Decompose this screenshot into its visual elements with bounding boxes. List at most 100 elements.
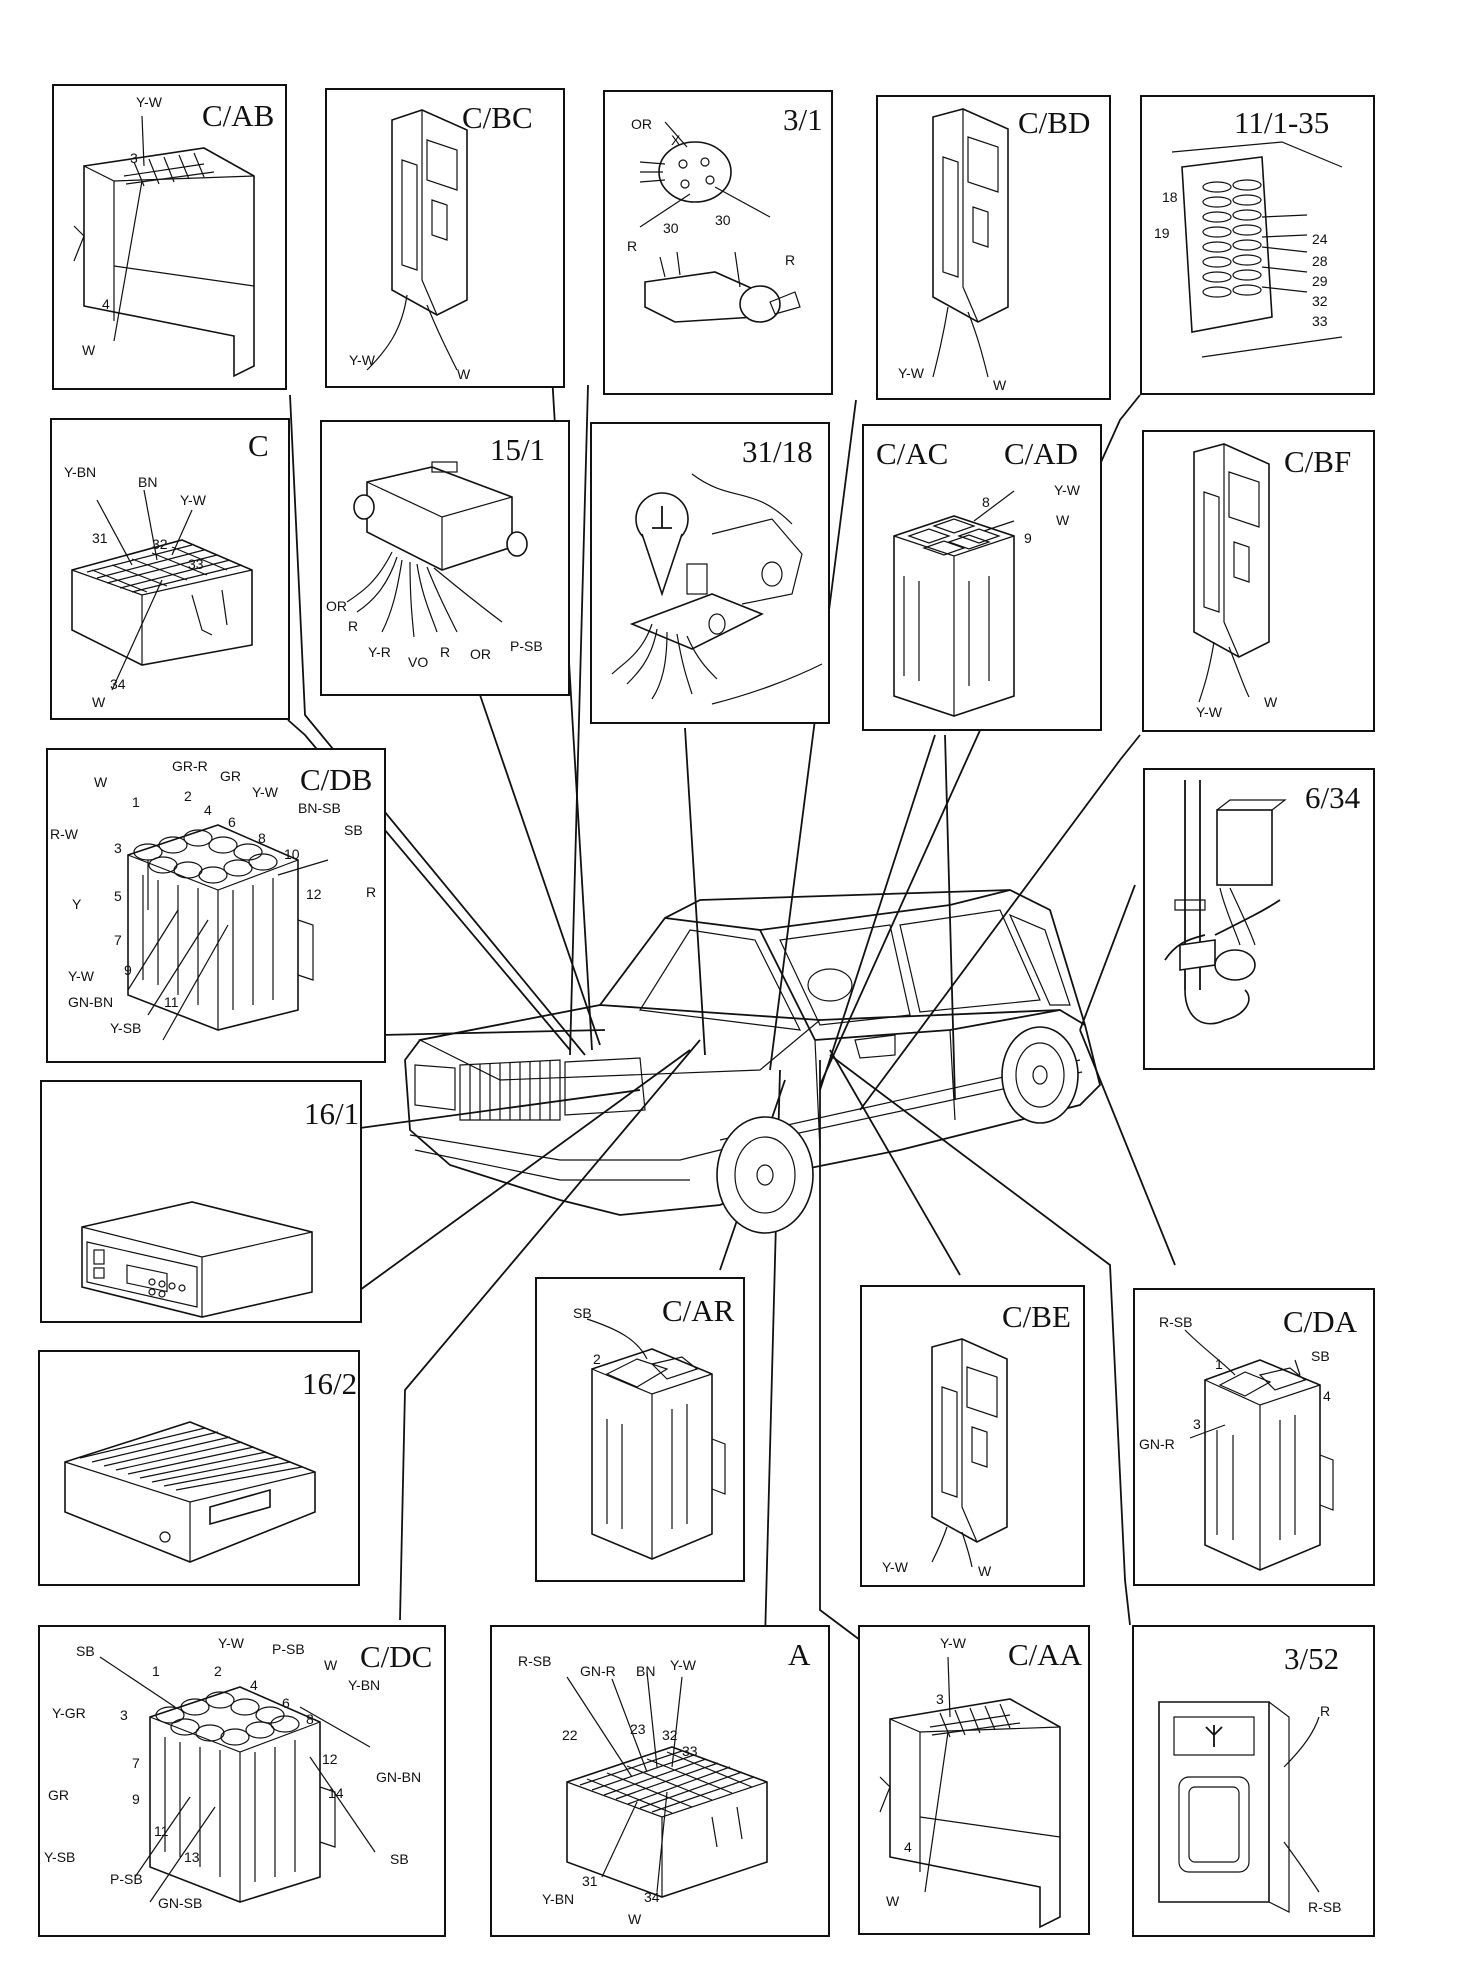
panel-a: A R-SB GN-R BN Y-W 22 23 32 33 31 Y-BN 3… [490, 1625, 830, 1937]
wire-label: W [457, 366, 471, 382]
wire-label: Y-W [218, 1635, 244, 1651]
panel-title-31-18: 31/18 [742, 434, 813, 469]
panel-11-1-35: 11/1-35 18 19 24 28 29 32 33 [1140, 95, 1375, 395]
leader-line-p31 [569, 384, 589, 1056]
pin-label: 3 [120, 1707, 128, 1723]
pin-label: 31 [92, 530, 108, 546]
pin-label: 9 [132, 1791, 140, 1807]
pin-label: 13 [184, 1849, 200, 1865]
panel-cbe: C/BE Y-W W [860, 1285, 1085, 1587]
connector-cdc-drawing [99, 1656, 376, 1903]
wire-label: Y-W [670, 1657, 696, 1673]
pin-label: 6 [282, 1695, 290, 1711]
wire-label: OR [470, 646, 491, 662]
pin-label: 8 [306, 1711, 314, 1727]
pin-label: 10 [284, 846, 300, 862]
pin-label: 32 [152, 536, 168, 552]
wire-label: BN [138, 474, 158, 490]
leader-line-cbd [769, 399, 857, 1071]
panel-31-18: 31/18 [590, 422, 830, 724]
connector-cda-drawing [1184, 1329, 1334, 1571]
panel-cdc: C/DC SB Y-W P-SB 1 2 W 4 Y-BN Y-GR 3 6 8… [38, 1625, 446, 1937]
wire-label: OR [631, 116, 652, 132]
wire-label: BN-SB [298, 800, 341, 816]
wire-label: SB [573, 1305, 592, 1321]
wire-label: GN-BN [376, 1769, 422, 1785]
pin-label: 7 [132, 1755, 140, 1771]
wire-label: SB [344, 822, 363, 838]
wire-label: Y-W [252, 784, 278, 800]
leader-line-cbf [859, 734, 1141, 1111]
connector-car-drawing [586, 1318, 726, 1560]
panel-title-cad: C/AD [1004, 436, 1079, 471]
pin-label: 6 [228, 814, 236, 830]
pin-label: 3 [936, 1691, 944, 1707]
panel-cbc: C/BC Y-W W [325, 88, 565, 388]
panel-cab: C/AB Y-W 3 4 W [52, 84, 287, 390]
wire-label: R-SB [1159, 1314, 1193, 1330]
connector-c-drawing [71, 489, 253, 691]
panel-title-cab: C/AB [202, 98, 275, 133]
pin-label: 8 [258, 830, 266, 846]
pin-label: 2 [214, 1663, 222, 1679]
pin-label: 34 [110, 676, 126, 692]
pin-label: 4 [1323, 1388, 1331, 1404]
pin-label: 22 [562, 1727, 578, 1743]
wire-label: Y-R [368, 644, 391, 660]
pin-label: 3 [130, 150, 138, 166]
pin-label: 33 [682, 1743, 698, 1759]
panel-c: C Y-BN BN Y-W 31 32 33 34 W [50, 418, 290, 720]
wire-label: R-W [50, 826, 78, 842]
pin-label: 32 [662, 1727, 678, 1743]
panel-title-3-1: 3/1 [783, 102, 823, 137]
connector-cbf-drawing [1193, 443, 1270, 703]
wire-label: Y-W [68, 968, 94, 984]
wire-label: W [886, 1893, 900, 1909]
connector-caa-drawing [879, 1656, 1061, 1929]
panel-16-1: 16/1 [40, 1080, 362, 1323]
wire-label: SB [1311, 1348, 1330, 1364]
ground-point-drawing [611, 473, 823, 705]
radio-unit-drawing [81, 1201, 313, 1318]
panel-3-1: 3/1 OR X R 30 30 R [603, 90, 833, 395]
fuse-label: 18 [1162, 189, 1178, 205]
wire-label: R [1320, 1703, 1331, 1719]
control-module-drawing [346, 461, 528, 638]
hazard-switch-drawing [1158, 1701, 1320, 1913]
panel-title-cdc: C/DC [360, 1639, 433, 1674]
pin-label: 11 [154, 1823, 169, 1839]
fuse-label: 33 [1312, 313, 1328, 329]
wire-label: R [627, 238, 638, 254]
wire-label: R [440, 644, 451, 660]
wire-label: R [785, 252, 796, 268]
wire-label: Y-BN [64, 464, 97, 480]
panel-title-6-34: 6/34 [1305, 780, 1361, 815]
wire-label: Y-W [940, 1635, 966, 1651]
wire-label: Y-W [898, 365, 924, 381]
wire-label: GN-BN [68, 994, 114, 1010]
panel-caa: C/AA Y-W 3 4 W [858, 1625, 1090, 1935]
fuse-label: 32 [1312, 293, 1328, 309]
wire-label: W [1264, 694, 1278, 710]
wire-label: Y-W [1196, 704, 1222, 720]
leader-line-caa [819, 1060, 861, 1641]
pin-label: 11 [164, 994, 179, 1010]
fuse-label: 28 [1312, 253, 1328, 269]
panel-title-11-1-35: 11/1-35 [1234, 105, 1330, 140]
pin-label: 4 [102, 296, 110, 312]
panel-title-cdb: C/DB [300, 762, 373, 797]
amplifier-drawing [64, 1421, 316, 1563]
pin-label: 4 [904, 1839, 912, 1855]
leader-line-c [287, 719, 571, 1051]
wire-label: Y-W [349, 352, 375, 368]
connector-cab-drawing [73, 115, 255, 378]
pin-label: 33 [188, 556, 204, 572]
pin-label: 30 [663, 220, 679, 236]
leader-line-cbe [829, 1049, 961, 1276]
panel-title-cac: C/AC [876, 436, 949, 471]
panel-title-car: C/AR [662, 1293, 735, 1328]
wire-label: R-SB [1308, 1899, 1342, 1915]
pin-label: 5 [114, 888, 122, 904]
fuse-label: 24 [1312, 231, 1328, 247]
